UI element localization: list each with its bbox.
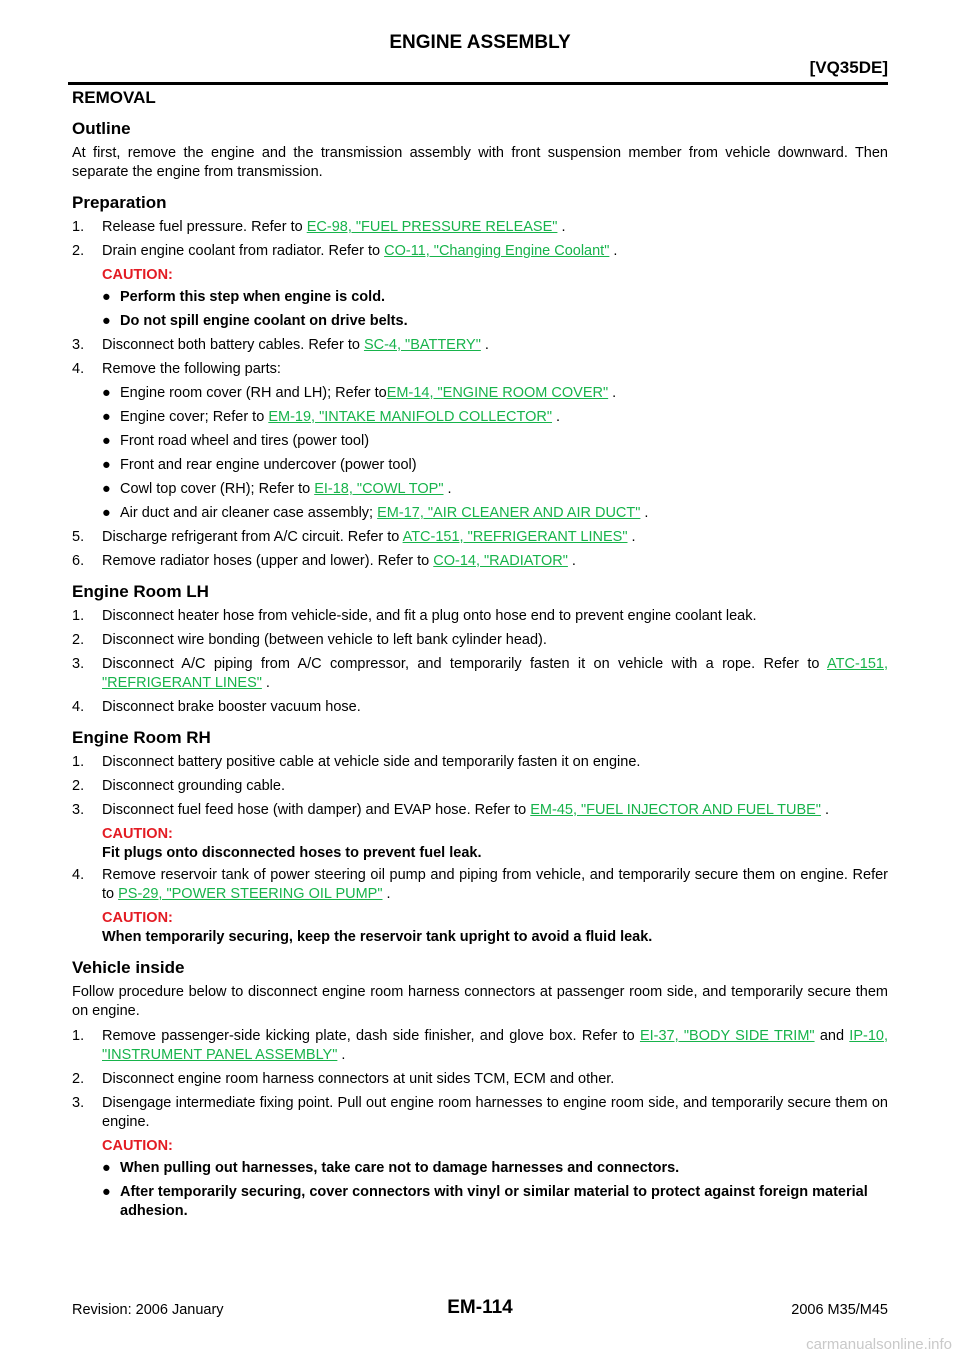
link-em-19[interactable]: EM-19, "INTAKE MANIFOLD COLLECTOR" bbox=[268, 409, 553, 425]
lh-step-4: 4.Disconnect brake booster vacuum hose. bbox=[72, 699, 361, 715]
part-item: ●Air duct and air cleaner case assembly;… bbox=[102, 505, 649, 521]
caution-bullet: ●Do not spill engine coolant on drive be… bbox=[102, 313, 408, 329]
part-item: ●Front and rear engine undercover (power… bbox=[102, 457, 417, 473]
rh-caution-1: CAUTION:Fit plugs onto disconnected hose… bbox=[102, 826, 482, 861]
link-ip-10[interactable]: IP-10, "INSTRUMENT PANEL ASSEMBLY" bbox=[102, 1028, 888, 1063]
rh-step-1: 1.Disconnect battery positive cable at v… bbox=[72, 754, 641, 770]
preparation-heading: Preparation bbox=[72, 193, 167, 212]
rh-step-4: 4.Remove reservoir tank of power steerin… bbox=[72, 867, 888, 902]
inside-step-1: 1.Remove passenger-side kicking plate, d… bbox=[72, 1028, 888, 1063]
link-atc-151[interactable]: ATC-151, "REFRIGERANT LINES" bbox=[402, 529, 628, 545]
bullet-icon: ● bbox=[102, 385, 111, 401]
part-item: ●Cowl top cover (RH); Refer to EI-18, "C… bbox=[102, 481, 452, 497]
inside-step-3: 3.Disengage intermediate fixing point. P… bbox=[72, 1095, 888, 1130]
part-item: ●Engine cover; Refer to EM-19, "INTAKE M… bbox=[102, 409, 561, 425]
bullet-icon: ● bbox=[102, 1160, 111, 1176]
prep-step-2: 2.Drain engine coolant from radiator. Re… bbox=[72, 243, 618, 259]
room-rh-heading: Engine Room RH bbox=[72, 728, 211, 747]
link-em-17[interactable]: EM-17, "AIR CLEANER AND AIR DUCT" bbox=[377, 505, 641, 521]
prep-caution: CAUTION: bbox=[102, 267, 173, 283]
footer-revision: Revision: 2006 January bbox=[72, 1302, 224, 1318]
prep-step-5: 5.Discharge refrigerant from A/C circuit… bbox=[72, 529, 636, 545]
bullet-icon: ● bbox=[102, 409, 111, 425]
link-em-14[interactable]: EM-14, "ENGINE ROOM COVER" bbox=[386, 385, 609, 401]
bullet-icon: ● bbox=[102, 1184, 111, 1200]
inside-caution: CAUTION: bbox=[102, 1138, 173, 1154]
bullet-icon: ● bbox=[102, 481, 111, 497]
footer-page-number: EM-114 bbox=[447, 1297, 513, 1318]
rh-step-2: 2.Disconnect grounding cable. bbox=[72, 778, 285, 794]
prep-step-6: 6.Remove radiator hoses (upper and lower… bbox=[72, 553, 576, 569]
inside-intro: Follow procedure below to disconnect eng… bbox=[72, 984, 888, 1019]
link-atc-151-lh[interactable]: ATC-151, "REFRIGERANT LINES" bbox=[102, 656, 889, 691]
watermark: carmanualsonline.info bbox=[806, 1336, 952, 1353]
bullet-icon: ● bbox=[102, 505, 111, 521]
content: REMOVAL Outline At first, remove the eng… bbox=[72, 88, 888, 1226]
rh-step-3: 3.Disconnect fuel feed hose (with damper… bbox=[72, 802, 830, 818]
engine-model: [VQ35DE] bbox=[809, 58, 888, 77]
footer-model: 2006 M35/M45 bbox=[791, 1302, 888, 1318]
caution-bullet: ●When pulling out harnesses, take care n… bbox=[102, 1160, 680, 1176]
lh-step-2: 2.Disconnect wire bonding (between vehic… bbox=[72, 632, 547, 648]
outline-heading: Outline bbox=[72, 119, 131, 138]
bullet-icon: ● bbox=[102, 457, 111, 473]
bullet-icon: ● bbox=[102, 313, 111, 329]
outline-text: At first, remove the engine and the tran… bbox=[72, 145, 888, 180]
part-item: ●Front road wheel and tires (power tool) bbox=[102, 433, 370, 449]
rh-caution-2: CAUTION:When temporarily securing, keep … bbox=[102, 910, 653, 945]
header-rule bbox=[68, 82, 888, 85]
link-co-11[interactable]: CO-11, "Changing Engine Coolant" bbox=[384, 243, 610, 259]
bullet-icon: ● bbox=[102, 433, 111, 449]
link-sc-4[interactable]: SC-4, "BATTERY" bbox=[363, 337, 481, 353]
caution-bullet: ●Perform this step when engine is cold. bbox=[102, 289, 386, 305]
lh-step-1: 1.Disconnect heater hose from vehicle-si… bbox=[72, 608, 757, 624]
inside-step-2: 2.Disconnect engine room harness connect… bbox=[72, 1071, 615, 1087]
vehicle-inside-heading: Vehicle inside bbox=[72, 958, 185, 977]
prep-step-4: 4.Remove the following parts: bbox=[72, 361, 281, 377]
bullet-icon: ● bbox=[102, 289, 111, 305]
link-ec-98[interactable]: EC-98, "FUEL PRESSURE RELEASE" bbox=[306, 219, 558, 235]
room-lh-heading: Engine Room LH bbox=[72, 582, 209, 601]
link-ps-29[interactable]: PS-29, "POWER STEERING OIL PUMP" bbox=[118, 886, 383, 902]
part-item: ●Engine room cover (RH and LH); Refer to… bbox=[102, 385, 617, 401]
link-co-14[interactable]: CO-14, "RADIATOR" bbox=[433, 553, 568, 569]
page-title: ENGINE ASSEMBLY bbox=[389, 32, 571, 53]
prep-step-1: 1.Release fuel pressure. Refer to EC-98,… bbox=[72, 219, 566, 235]
link-ei-37[interactable]: EI-37, "BODY SIDE TRIM" bbox=[639, 1028, 815, 1044]
prep-step-3: 3.Disconnect both battery cables. Refer … bbox=[72, 337, 489, 353]
lh-step-3: 3.Disconnect A/C piping from A/C compres… bbox=[72, 656, 889, 691]
caution-bullet: ●After temporarily securing, cover conne… bbox=[102, 1184, 868, 1219]
section-heading: REMOVAL bbox=[72, 88, 156, 107]
link-em-45[interactable]: EM-45, "FUEL INJECTOR AND FUEL TUBE" bbox=[530, 802, 821, 818]
link-ei-18[interactable]: EI-18, "COWL TOP" bbox=[314, 481, 444, 497]
